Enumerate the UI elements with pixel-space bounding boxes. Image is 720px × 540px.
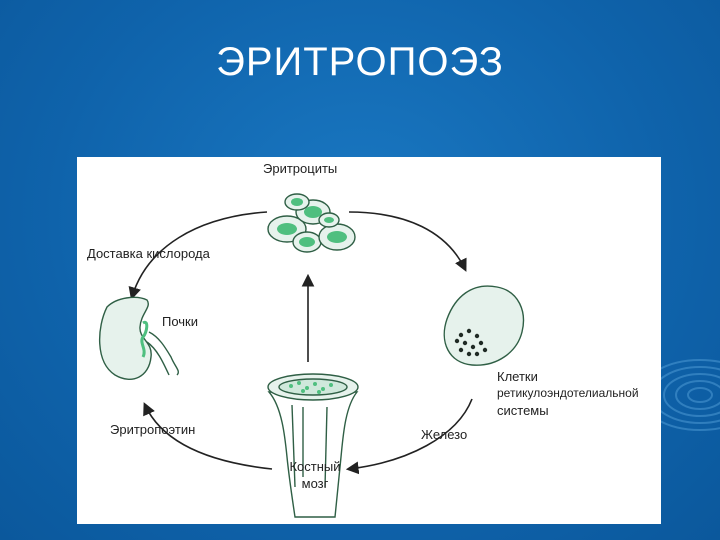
- erythrocytes-illustration: [267, 193, 356, 253]
- diagram-panel: Эритроциты Доставка кислорода Почки Эрит…: [77, 157, 661, 524]
- label-oxygen-delivery: Доставка кислорода: [87, 246, 210, 261]
- arrow-bone-marrow-to-kidney: [143, 402, 273, 470]
- slide-title: ЭРИТРОПОЭЗ: [216, 40, 504, 84]
- label-res-cells-line1: Клетки: [497, 369, 538, 384]
- erythropoiesis-diagram: [99, 193, 525, 518]
- arrow-erythrocytes-to-kidney: [128, 211, 268, 301]
- arrow-res-to-bone-marrow: [345, 398, 473, 475]
- kidney-illustration: [99, 296, 180, 380]
- label-iron: Железо: [421, 427, 468, 442]
- label-res-cells-line3: системы: [497, 403, 549, 418]
- label-erythrocytes: Эритроциты: [263, 161, 338, 176]
- res-cell-illustration: [443, 285, 525, 366]
- arrow-erythrocytes-to-res: [348, 211, 467, 272]
- label-bone-marrow-line2: мозг: [301, 476, 329, 491]
- bone-illustration: [267, 373, 359, 518]
- label-res-cells-line2: ретикулоэндотелиальной: [497, 386, 639, 400]
- label-kidneys: Почки: [162, 314, 199, 329]
- label-erythropoietin: Эритропоэтин: [110, 422, 196, 437]
- label-bone-marrow-line1: Костный: [289, 459, 341, 474]
